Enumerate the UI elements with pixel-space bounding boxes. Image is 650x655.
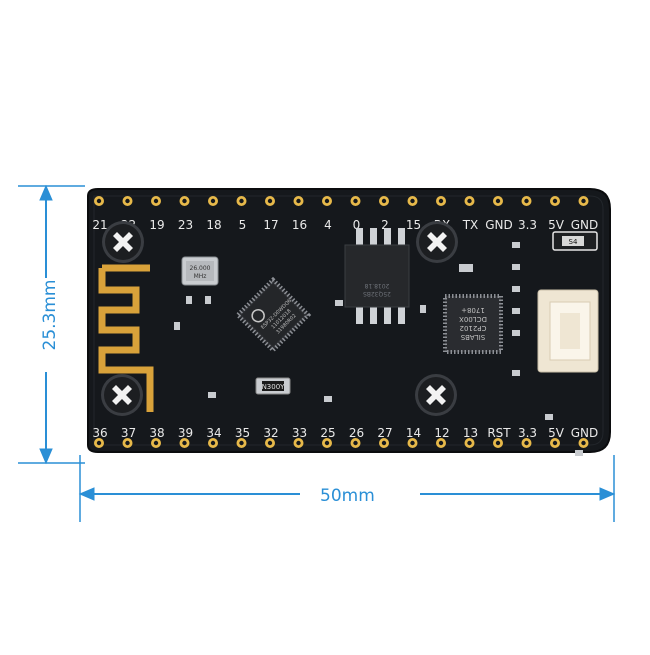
usb-line-2: CP2102 — [460, 324, 487, 332]
height-dimension — [18, 184, 85, 465]
crystal-26mhz: 26.000 MHz — [181, 256, 219, 286]
bottom-pin-label: 32 — [263, 426, 278, 440]
usb-line-4: 1708+ — [461, 306, 485, 314]
flash-line-1: 25Q32BS — [363, 290, 391, 297]
esp32-chip: ESP32-D0WDQ6 11012018 31980R02 — [234, 276, 312, 354]
top-pin-label: TX — [462, 218, 479, 232]
usb-serial-chip: SILABS CP2102 DCL00X 1708+ — [443, 294, 503, 354]
usb-line-3: DCL00X — [459, 315, 487, 323]
bottom-pin-label: 33 — [292, 426, 307, 440]
flash-chip: 25Q32BS 2018.18 — [344, 228, 410, 324]
switch-label: S4 — [569, 238, 578, 246]
top-pin-label: GND — [571, 218, 599, 232]
top-pin-label: GND — [485, 218, 513, 232]
bottom-pin-label: 38 — [149, 426, 164, 440]
top-pin-label: 3.3 — [518, 218, 537, 232]
top-pin-label: 19 — [149, 218, 164, 232]
smd-components — [174, 242, 583, 456]
top-pin-label: 18 — [206, 218, 221, 232]
top-pin-label: 0 — [353, 218, 361, 232]
bottom-pin-label: 35 — [235, 426, 250, 440]
bottom-pin-label: 37 — [121, 426, 136, 440]
top-pin-label: 17 — [263, 218, 278, 232]
bottom-pin-label: 13 — [463, 426, 478, 440]
bottom-pin-labels: 36 37 38 39 34 35 32 33 25 26 27 14 12 13 RST 3.3 5V GND — [92, 426, 598, 440]
bottom-pin-label: 3.3 — [518, 426, 537, 440]
top-pin-label: 21 — [92, 218, 107, 232]
bottom-pin-label: 26 — [349, 426, 364, 440]
screw-top-right — [416, 221, 458, 263]
bottom-pin-label: 5V — [548, 426, 565, 440]
width-dimension — [78, 455, 616, 522]
bottom-pin-label: 36 — [92, 426, 107, 440]
top-pin-label: 2 — [381, 218, 389, 232]
top-pin-label: 4 — [324, 218, 332, 232]
crystal-unit: MHz — [194, 273, 207, 280]
width-label: 50mm — [320, 486, 375, 506]
crystal-freq: 26.000 — [190, 265, 211, 272]
screw-top-left — [102, 221, 144, 263]
bottom-pin-label: 27 — [377, 426, 392, 440]
pcb-antenna — [98, 264, 154, 412]
top-pin-label: 23 — [178, 218, 193, 232]
small-crystal: N300Y — [255, 377, 291, 395]
top-pin-label: 16 — [292, 218, 307, 232]
bottom-pin-label: 34 — [206, 426, 221, 440]
screw-bottom-left — [101, 374, 143, 416]
top-pin-label: 15 — [406, 218, 421, 232]
bottom-pin-label: 25 — [320, 426, 335, 440]
top-pin-pads — [94, 196, 589, 206]
bottom-pin-label: 39 — [178, 426, 193, 440]
battery-connector — [537, 289, 599, 373]
screw-bottom-right — [415, 374, 457, 416]
bottom-pin-pads — [94, 438, 589, 448]
bottom-pin-label: 14 — [406, 426, 421, 440]
bottom-pin-label: RST — [487, 426, 511, 440]
switch-s4: S4 — [552, 231, 598, 251]
small-crystal-label: N300Y — [262, 383, 286, 391]
bottom-pin-label: GND — [571, 426, 599, 440]
top-pin-label: 5V — [548, 218, 565, 232]
bottom-pin-label: 12 — [434, 426, 449, 440]
pcb — [87, 188, 611, 453]
top-pin-label: 5 — [239, 218, 247, 232]
usb-line-1: SILABS — [460, 333, 485, 341]
flash-line-2: 2018.18 — [364, 282, 389, 289]
height-label: 25.3mm — [40, 279, 60, 351]
